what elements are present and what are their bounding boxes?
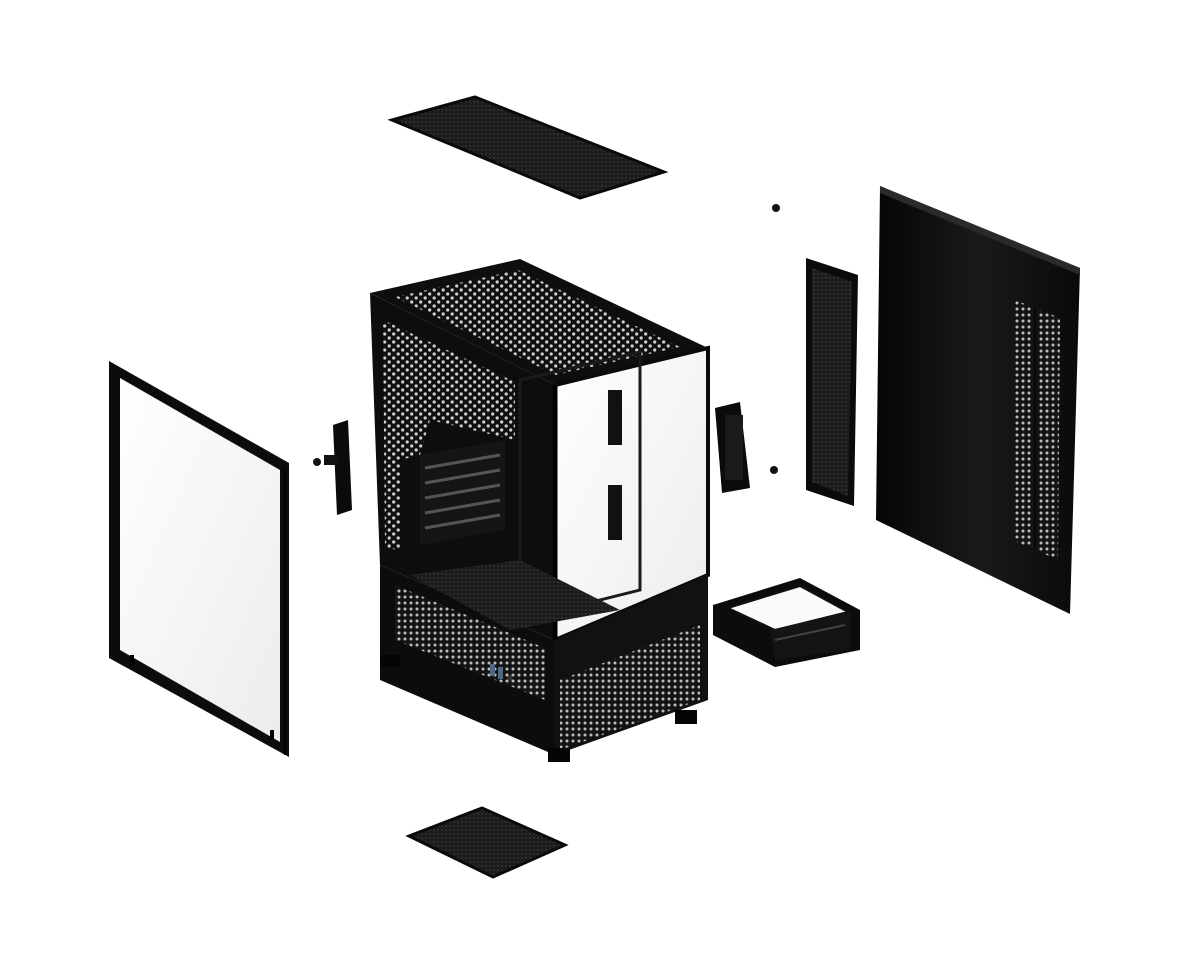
bottom-dust-filter	[405, 806, 569, 879]
side-dust-filter	[806, 258, 858, 506]
chassis-body	[370, 259, 710, 762]
expansion-slots	[420, 440, 505, 545]
drive-cage	[713, 578, 860, 667]
screw-icon	[772, 204, 780, 212]
screw-icon	[313, 458, 321, 466]
gpu-support-bracket	[324, 420, 352, 515]
screw-icon	[770, 466, 778, 474]
right-steel-side-panel	[876, 186, 1080, 614]
left-glass-side-panel	[109, 361, 289, 757]
top-dust-filter	[387, 95, 669, 200]
drive-mount-bracket	[715, 402, 750, 493]
